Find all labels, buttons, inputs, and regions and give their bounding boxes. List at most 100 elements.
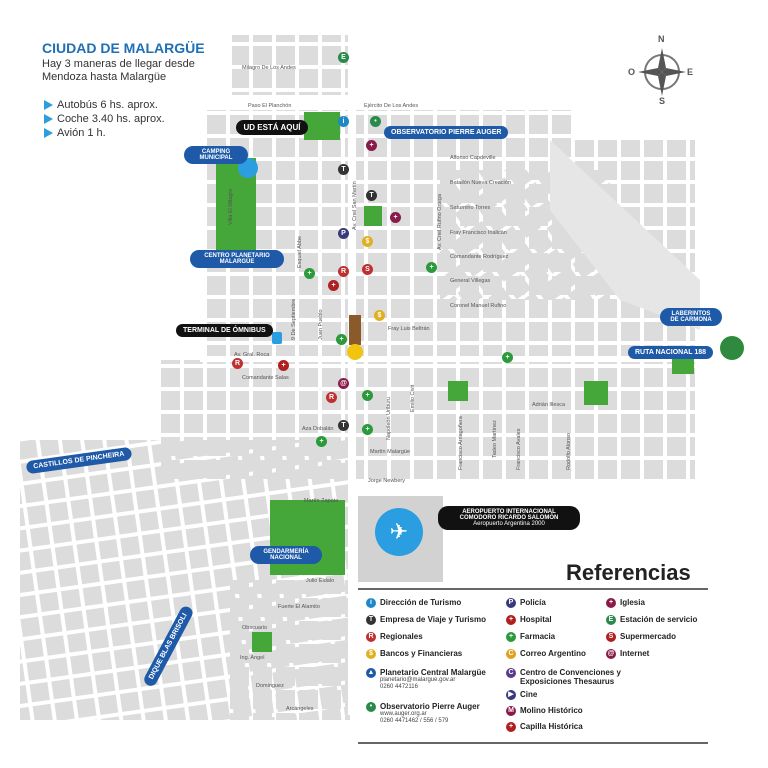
pharmacy-icon[interactable]: + xyxy=(304,268,315,279)
park-east xyxy=(448,381,468,401)
street-label: Ing. Angel xyxy=(240,655,265,661)
city-blocks-south xyxy=(230,580,350,720)
street-label: Ejército De Los Andes xyxy=(364,103,419,109)
terminal-label[interactable]: TERMINAL DE ÓMNIBUS xyxy=(176,324,273,337)
av-roca xyxy=(200,356,700,362)
compass-north: N xyxy=(658,34,665,44)
legend-cine: ▶ Cine xyxy=(506,690,537,700)
travel-icon[interactable]: T xyxy=(338,420,349,431)
convention-center-icon: C xyxy=(506,668,516,678)
park-small xyxy=(364,206,382,226)
park-east-2 xyxy=(584,381,608,405)
compass-west: O xyxy=(628,67,636,77)
arrow-icon xyxy=(44,100,53,110)
info-icon[interactable]: i xyxy=(338,116,349,127)
gas-station-icon: E xyxy=(606,615,616,625)
legend-item: @Internet xyxy=(606,649,650,659)
street-label: Adrián Illesca xyxy=(532,402,566,408)
street-label: Esquiel Abbe xyxy=(297,235,303,268)
street-label: Saturnino Torres xyxy=(450,205,491,211)
aeropuerto-label[interactable]: AEROPUERTO INTERNACIONAL COMODORO RICARD… xyxy=(438,506,580,530)
hospital-icon[interactable]: + xyxy=(328,280,339,291)
street-label: Rodolfo Alonso xyxy=(566,433,572,470)
legend-item: +Hospital xyxy=(506,615,552,625)
maze-icon xyxy=(720,336,744,360)
legend-planetario: ▲ Planetario Central Malargüe planetario… xyxy=(366,668,486,690)
street-label: Paso El Planchón xyxy=(248,103,292,109)
travel-icon[interactable]: T xyxy=(338,164,349,175)
street-label: Comandante Salas xyxy=(242,375,289,381)
mill-icon: M xyxy=(506,706,516,716)
observatory-icon[interactable]: • xyxy=(370,116,381,127)
street-label: Fuerte El Alamito xyxy=(278,604,320,610)
airport-circle xyxy=(375,508,423,556)
street-label: 9 De Septiembre xyxy=(291,298,297,340)
laberintos-label[interactable]: LABERINTOS DE CARMONA xyxy=(660,308,722,326)
legend-capilla: + Capilla Histórica xyxy=(506,722,583,732)
airplane-icon: ✈ xyxy=(390,520,408,545)
you-are-here-label[interactable]: UD ESTÁ AQUÍ xyxy=(236,120,308,135)
street-label: Av. Cnel San Martín xyxy=(352,181,358,230)
arrow-icon xyxy=(44,114,53,124)
church-icon[interactable]: + xyxy=(390,212,401,223)
street-label: Batallón Nueva Creación xyxy=(450,180,511,186)
street-label: Obscuario xyxy=(242,625,268,631)
regionales-icon[interactable]: R xyxy=(326,392,337,403)
bank-icon[interactable]: $ xyxy=(374,310,385,321)
observatory-icon: • xyxy=(366,702,376,712)
pharmacy-icon[interactable]: + xyxy=(362,424,373,435)
travel-icon: T xyxy=(366,615,376,625)
info-icon: i xyxy=(366,598,376,608)
bank-icon[interactable]: $ xyxy=(362,236,373,247)
transport-plane: Avión 1 h. xyxy=(44,126,165,140)
post-icon: C xyxy=(506,649,516,659)
camping-label[interactable]: CAMPING MUNICIPAL xyxy=(184,146,248,164)
travel-icon[interactable]: T xyxy=(366,190,377,201)
planetarium-icon: ▲ xyxy=(366,668,376,678)
legend-item: +Iglesia xyxy=(606,598,645,608)
gas-station-icon[interactable]: E xyxy=(338,52,349,63)
pharmacy-icon[interactable]: + xyxy=(502,352,513,363)
internet-icon[interactable]: @ xyxy=(338,378,349,389)
pharmacy-icon[interactable]: + xyxy=(316,436,327,447)
legend-item: +Farmacia xyxy=(506,632,555,642)
regionales-icon[interactable]: R xyxy=(232,358,243,369)
gendarmeria-label[interactable]: GENDARMERÍA NACIONAL xyxy=(250,546,322,564)
park-plaza-north xyxy=(304,112,340,140)
transport-bus: Autobús 6 hs. aprox. xyxy=(44,98,165,112)
street-label: Jorge Newbery xyxy=(368,478,405,484)
regionales-icon[interactable]: R xyxy=(338,266,349,277)
compass-east: E xyxy=(687,67,694,77)
street-label: Tadeo Martínez xyxy=(492,420,498,458)
bus-icon xyxy=(272,332,282,344)
street-label: Fray Francisco Inalicán xyxy=(450,230,507,236)
church-icon: + xyxy=(606,598,616,608)
compass-icon xyxy=(638,48,686,96)
pharmacy-icon[interactable]: + xyxy=(426,262,437,273)
hospital-icon[interactable]: + xyxy=(278,360,289,371)
street-label: Fray Luis Beltrán xyxy=(388,326,430,332)
planetario-label[interactable]: CENTRO PLANETARIO MALARGÜE xyxy=(190,250,284,268)
supermarket-icon[interactable]: S xyxy=(362,264,373,275)
supermarket-icon: S xyxy=(606,632,616,642)
pharmacy-icon[interactable]: + xyxy=(362,390,373,401)
street-label: Alfonso Capdeville xyxy=(450,155,496,161)
street-label: Emilio Civit xyxy=(410,384,416,412)
legend-title: Referencias xyxy=(566,560,691,585)
chapel-icon: + xyxy=(506,722,516,732)
diagonal-avenue xyxy=(550,140,700,330)
legend-divider xyxy=(358,742,708,744)
police-icon[interactable]: P xyxy=(338,228,349,239)
ruta-label[interactable]: RUTA NACIONAL 188 xyxy=(628,346,714,359)
pharmacy-icon[interactable]: + xyxy=(336,334,347,345)
observatorio-label[interactable]: OBSERVATORIO PIERRE AUGER xyxy=(384,126,509,139)
street-label: Francisco Avales xyxy=(516,428,522,470)
legend-molino: M Molino Histórico xyxy=(506,706,583,716)
street-label: Martín Zapata xyxy=(304,498,339,504)
church-icon[interactable]: + xyxy=(366,140,377,151)
map-title: CIUDAD DE MALARGÜE xyxy=(42,40,205,56)
park-south xyxy=(252,632,272,652)
